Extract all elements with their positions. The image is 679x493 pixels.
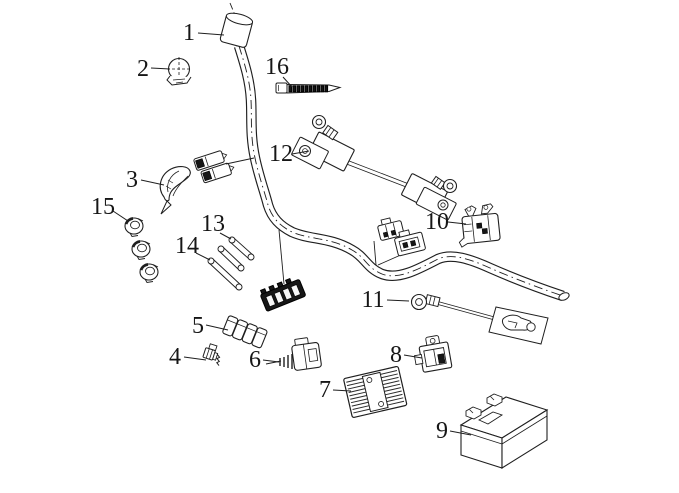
leader-8 bbox=[403, 354, 423, 359]
leader-14 bbox=[195, 252, 211, 261]
part-label-9: 9 bbox=[436, 418, 448, 444]
handlebar-tube bbox=[233, 44, 570, 301]
part-11-ground-cable bbox=[410, 293, 549, 345]
part-label-11: 11 bbox=[361, 287, 384, 313]
leader-10 bbox=[447, 221, 467, 225]
part-label-3: 3 bbox=[126, 167, 138, 193]
leader-13 bbox=[219, 232, 232, 240]
leader-4 bbox=[183, 356, 207, 361]
part-label-13: 13 bbox=[201, 211, 225, 237]
leader-lines bbox=[112, 32, 472, 436]
part-label-1: 1 bbox=[183, 20, 195, 46]
leader-7 bbox=[332, 389, 352, 392]
part-3-lever bbox=[159, 166, 191, 215]
leader-9 bbox=[449, 430, 472, 436]
part-9-battery bbox=[459, 393, 549, 469]
part-labels: 1 2 3 4 5 6 7 8 9 10 11 12 13 14 15 16 bbox=[91, 20, 449, 444]
leader-12 bbox=[291, 150, 310, 155]
leader-6 bbox=[262, 359, 280, 363]
part-label-14: 14 bbox=[175, 233, 199, 259]
spade-connector-pair bbox=[193, 150, 255, 184]
part-14-link-pin bbox=[207, 257, 243, 291]
coupler-leader-line bbox=[278, 229, 285, 285]
part-label-5: 5 bbox=[192, 313, 204, 339]
part-15-clamps bbox=[124, 217, 159, 283]
part-13-link-pins bbox=[217, 236, 255, 272]
leader-16 bbox=[282, 76, 293, 88]
part-8-relay bbox=[413, 335, 453, 373]
part-label-7: 7 bbox=[319, 377, 331, 403]
branch-leader-line bbox=[225, 157, 255, 165]
part-label-8: 8 bbox=[390, 342, 402, 368]
part-label-6: 6 bbox=[249, 347, 261, 373]
part-label-12: 12 bbox=[269, 141, 293, 167]
leader-5 bbox=[205, 324, 229, 331]
part-label-2: 2 bbox=[137, 56, 149, 82]
part-2-cap-nut bbox=[166, 57, 192, 86]
part-label-10: 10 bbox=[425, 209, 449, 235]
harness-coupler-connector bbox=[259, 229, 306, 312]
harness-branch-connectors bbox=[373, 217, 426, 266]
leader-15 bbox=[112, 210, 129, 222]
part-7-regulator bbox=[343, 365, 408, 418]
part-16-cable-tie bbox=[275, 82, 342, 94]
part-label-15: 15 bbox=[91, 194, 115, 220]
leader-1 bbox=[197, 32, 225, 36]
part-label-16: 16 bbox=[265, 54, 289, 80]
part-12-battery-cable bbox=[291, 114, 458, 221]
part-label-4: 4 bbox=[169, 344, 181, 370]
leader-2 bbox=[150, 67, 171, 70]
part-5-connector-block bbox=[222, 315, 268, 349]
part-4-bolt bbox=[202, 343, 221, 366]
leader-11 bbox=[386, 299, 410, 302]
handlebar-end-cap bbox=[219, 2, 254, 48]
part-10-relay-connector bbox=[458, 203, 501, 248]
leader-3 bbox=[140, 179, 165, 186]
part-6-switch bbox=[265, 337, 322, 371]
